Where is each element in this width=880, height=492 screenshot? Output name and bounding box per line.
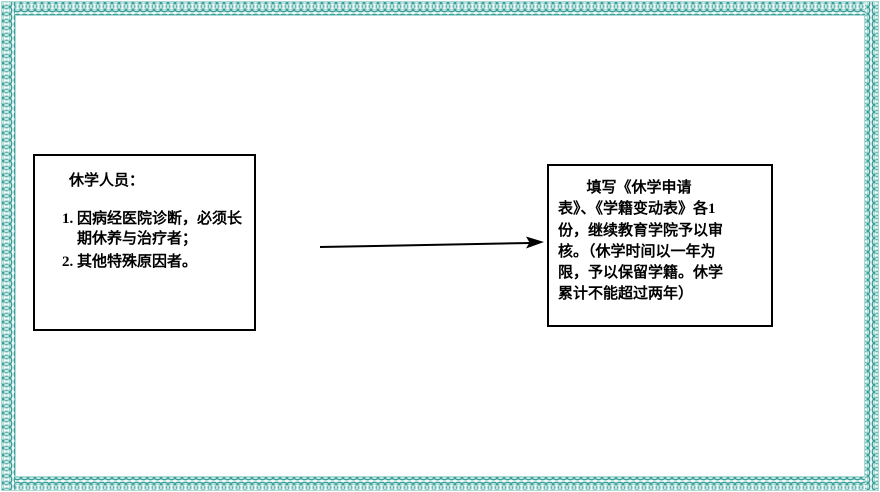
left-box-item: 因病经医院诊断，必须长期休养与治疗者； <box>77 209 244 250</box>
left-condition-box: 休学人员： 因病经医院诊断，必须长期休养与治疗者； 其他特殊原因者。 <box>33 154 256 331</box>
right-box-line: 填写《休学申请 <box>586 180 692 196</box>
right-action-box: 填写《休学申请 表》、《学籍变动表》各1 份，继续教育学院予以审 核。（休学时间… <box>547 164 773 327</box>
right-box-line: 核。（休学时间以一年为 <box>558 243 716 260</box>
right-box-line: 份，继续教育学院予以审 <box>558 222 724 239</box>
right-box-line: 表》、《学籍变动表》各1 <box>558 201 716 218</box>
right-box-line: 限，予以保留学籍。休学 <box>558 265 724 282</box>
right-box-line: 累计不能超过两年） <box>558 286 694 303</box>
left-box-title: 休学人员： <box>69 173 145 189</box>
left-box-list: 因病经医院诊断，必须长期休养与治疗者； 其他特殊原因者。 <box>49 209 244 273</box>
left-box-item: 其他特殊原因者。 <box>77 252 244 273</box>
